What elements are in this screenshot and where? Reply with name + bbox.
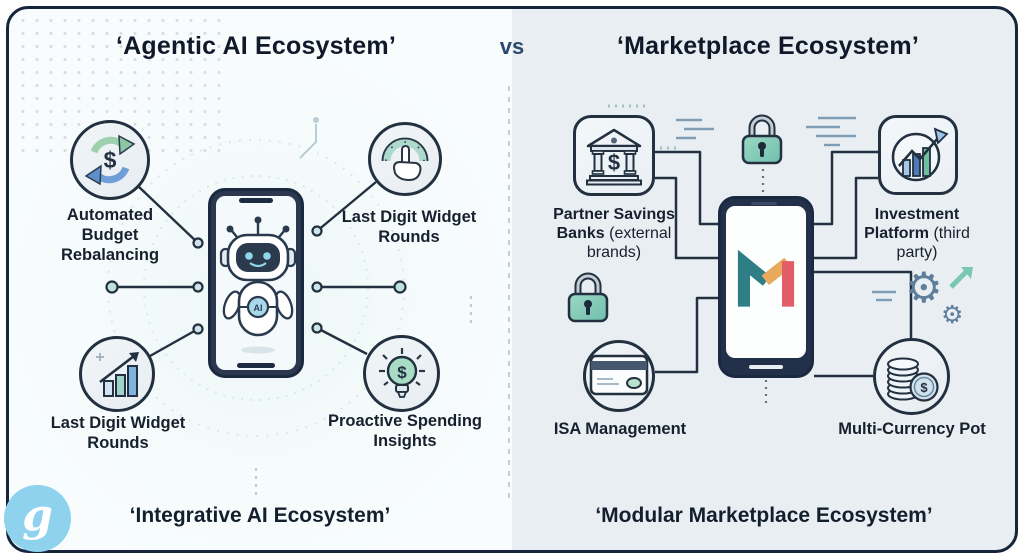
- gears-arrow-icon: [949, 267, 973, 289]
- last-digit-widget-rounds-top-label: Last Digit Widget Rounds: [341, 208, 477, 246]
- vs-label: vs: [499, 34, 525, 59]
- gauge-hand-icon: [381, 137, 429, 182]
- svg-text:$: $: [920, 380, 928, 395]
- partner-savings-banks-label: Partner Savings Banks (external brands): [534, 205, 694, 263]
- gears-icon: ⚙ ⚙: [905, 265, 977, 337]
- left-panel-title: ‘Agentic AI Ecosystem’: [116, 32, 396, 60]
- bar-chart-growth-icon: [96, 352, 139, 397]
- gear-large-icon: ⚙: [905, 264, 943, 311]
- credit-card-icon: [589, 354, 649, 396]
- label-note: (third party): [896, 225, 970, 262]
- svg-text:$: $: [397, 363, 407, 382]
- watermark-logo: g: [4, 485, 71, 552]
- multi-currency-pot-label: Multi-Currency Pot: [812, 420, 1012, 440]
- lightbulb-dollar-icon: $: [378, 347, 425, 398]
- isa-management-label: ISA Management: [520, 420, 720, 440]
- bank-icon: $: [586, 128, 642, 185]
- phone-notch: [239, 198, 273, 203]
- svg-text:$: $: [104, 147, 117, 173]
- gear-small-icon: ⚙: [941, 301, 964, 329]
- watermark-glyph: g: [22, 489, 53, 541]
- isa-management-node: [583, 340, 655, 412]
- proactive-spending-insights-node: $: [363, 335, 440, 412]
- ai-phone: AI: [208, 188, 304, 378]
- right-panel-title: ‘Marketplace Ecosystem’: [617, 32, 919, 60]
- multi-currency-pot-node: $: [873, 338, 950, 415]
- investment-platform-label: Investment Platform (third party): [852, 205, 982, 263]
- ai-robot-illustration: AI: [219, 216, 297, 354]
- coins-stack-icon: $: [886, 357, 939, 402]
- investment-chart-icon: [891, 127, 949, 182]
- padlock-left-icon: [567, 272, 609, 323]
- last-digit-widget-rounds-bottom-node: [79, 336, 155, 412]
- marketplace-phone: [718, 196, 814, 378]
- label-bold: ISA Management: [553, 420, 687, 438]
- svg-text:AI: AI: [254, 303, 263, 313]
- label-note: (external brands): [586, 225, 672, 262]
- left-panel-caption: ‘Integrative AI Ecosystem’: [129, 504, 391, 527]
- phone-homebar: [237, 363, 275, 368]
- proactive-spending-insights-label: Proactive Spending Insights: [327, 412, 483, 450]
- last-digit-widget-rounds-top-node: [368, 122, 442, 196]
- padlock-top-icon: [741, 114, 783, 165]
- right-panel-caption: ‘Modular Marketplace Ecosystem’: [595, 504, 933, 527]
- label-bold: Partner Savings Banks: [553, 206, 675, 243]
- last-digit-widget-rounds-bottom-label: Last Digit Widget Rounds: [50, 414, 186, 452]
- partner-savings-banks-node: $: [573, 115, 655, 196]
- investment-platform-node: [878, 115, 958, 195]
- automated-budget-rebalancing-label: Automated Budget Rebalancing: [60, 206, 160, 264]
- label-bold: Investment Platform: [864, 206, 960, 243]
- svg-text:$: $: [608, 150, 620, 175]
- refresh-dollar-icon: $: [84, 134, 136, 186]
- label-bold: Multi-Currency Pot: [838, 420, 986, 438]
- automated-budget-rebalancing-node: $: [70, 120, 150, 200]
- monzo-m-logo: [737, 249, 795, 307]
